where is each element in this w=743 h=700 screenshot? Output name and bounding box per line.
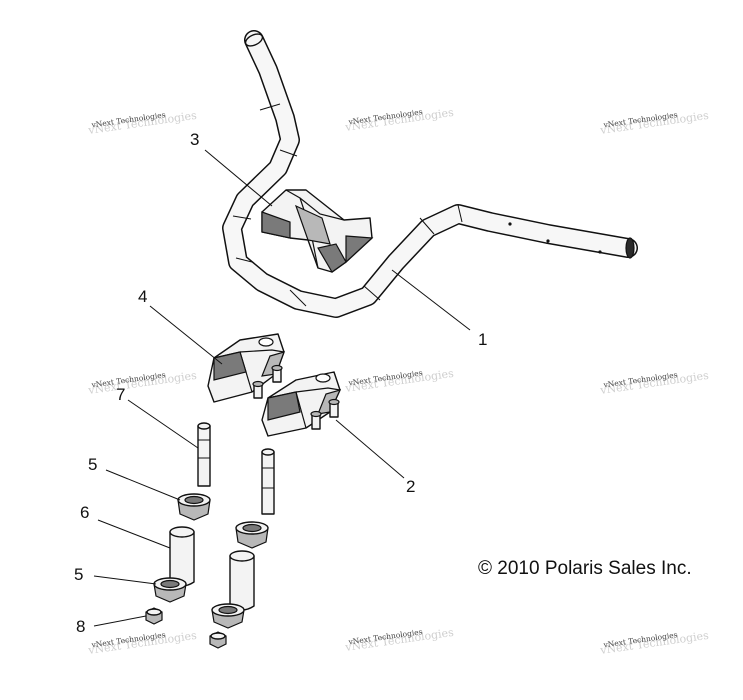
riser-right (261, 371, 342, 437)
watermark-top-right: vNext Technologies vNext Technologies (598, 109, 709, 137)
bushing-upper-left (177, 493, 211, 521)
callout-6: 6 (80, 503, 89, 522)
handlebar (222, 30, 638, 318)
spacer-left (169, 526, 195, 587)
callout-1: 1 (478, 330, 487, 349)
callout-7: 7 (116, 385, 125, 404)
copyright-text: © 2010 Polaris Sales Inc. (478, 558, 692, 579)
spacer-right (229, 550, 255, 611)
riser-left (207, 333, 285, 403)
nut-right (209, 631, 227, 649)
callout-3: 3 (190, 130, 199, 149)
watermark-top-center: vNext Technologies vNext Technologies (343, 106, 454, 134)
riser-bolt-left (197, 422, 211, 487)
callout-8: 8 (76, 617, 85, 636)
callout-5-upper: 5 (88, 455, 97, 474)
clamp-bolts (252, 364, 340, 430)
watermark-bottom-left: vNext Technologies vNext Technologies (86, 629, 197, 657)
top-clamp (261, 189, 374, 273)
nut-left (145, 607, 163, 625)
watermark-bottom-center: vNext Technologies vNext Technologies (343, 626, 454, 654)
watermark-top-left: vNext Technologies vNext Technologies (86, 109, 197, 137)
callout-5-lower: 5 (74, 565, 83, 584)
callout-4: 4 (138, 287, 147, 306)
leader-lines (93, 149, 471, 627)
watermark-mid-left: vNext Technologies vNext Technologies (86, 369, 197, 397)
bushing-upper-right (235, 521, 269, 549)
watermark-bottom-right: vNext Technologies vNext Technologies (598, 629, 709, 657)
watermark-mid-right: vNext Technologies vNext Technologies (598, 369, 709, 397)
bushing-lower-left (153, 577, 187, 603)
callout-2: 2 (406, 477, 415, 496)
watermark-mid-center: vNext Technologies vNext Technologies (343, 367, 454, 395)
riser-bolt-right (261, 448, 275, 515)
bushing-lower-right (211, 603, 245, 629)
